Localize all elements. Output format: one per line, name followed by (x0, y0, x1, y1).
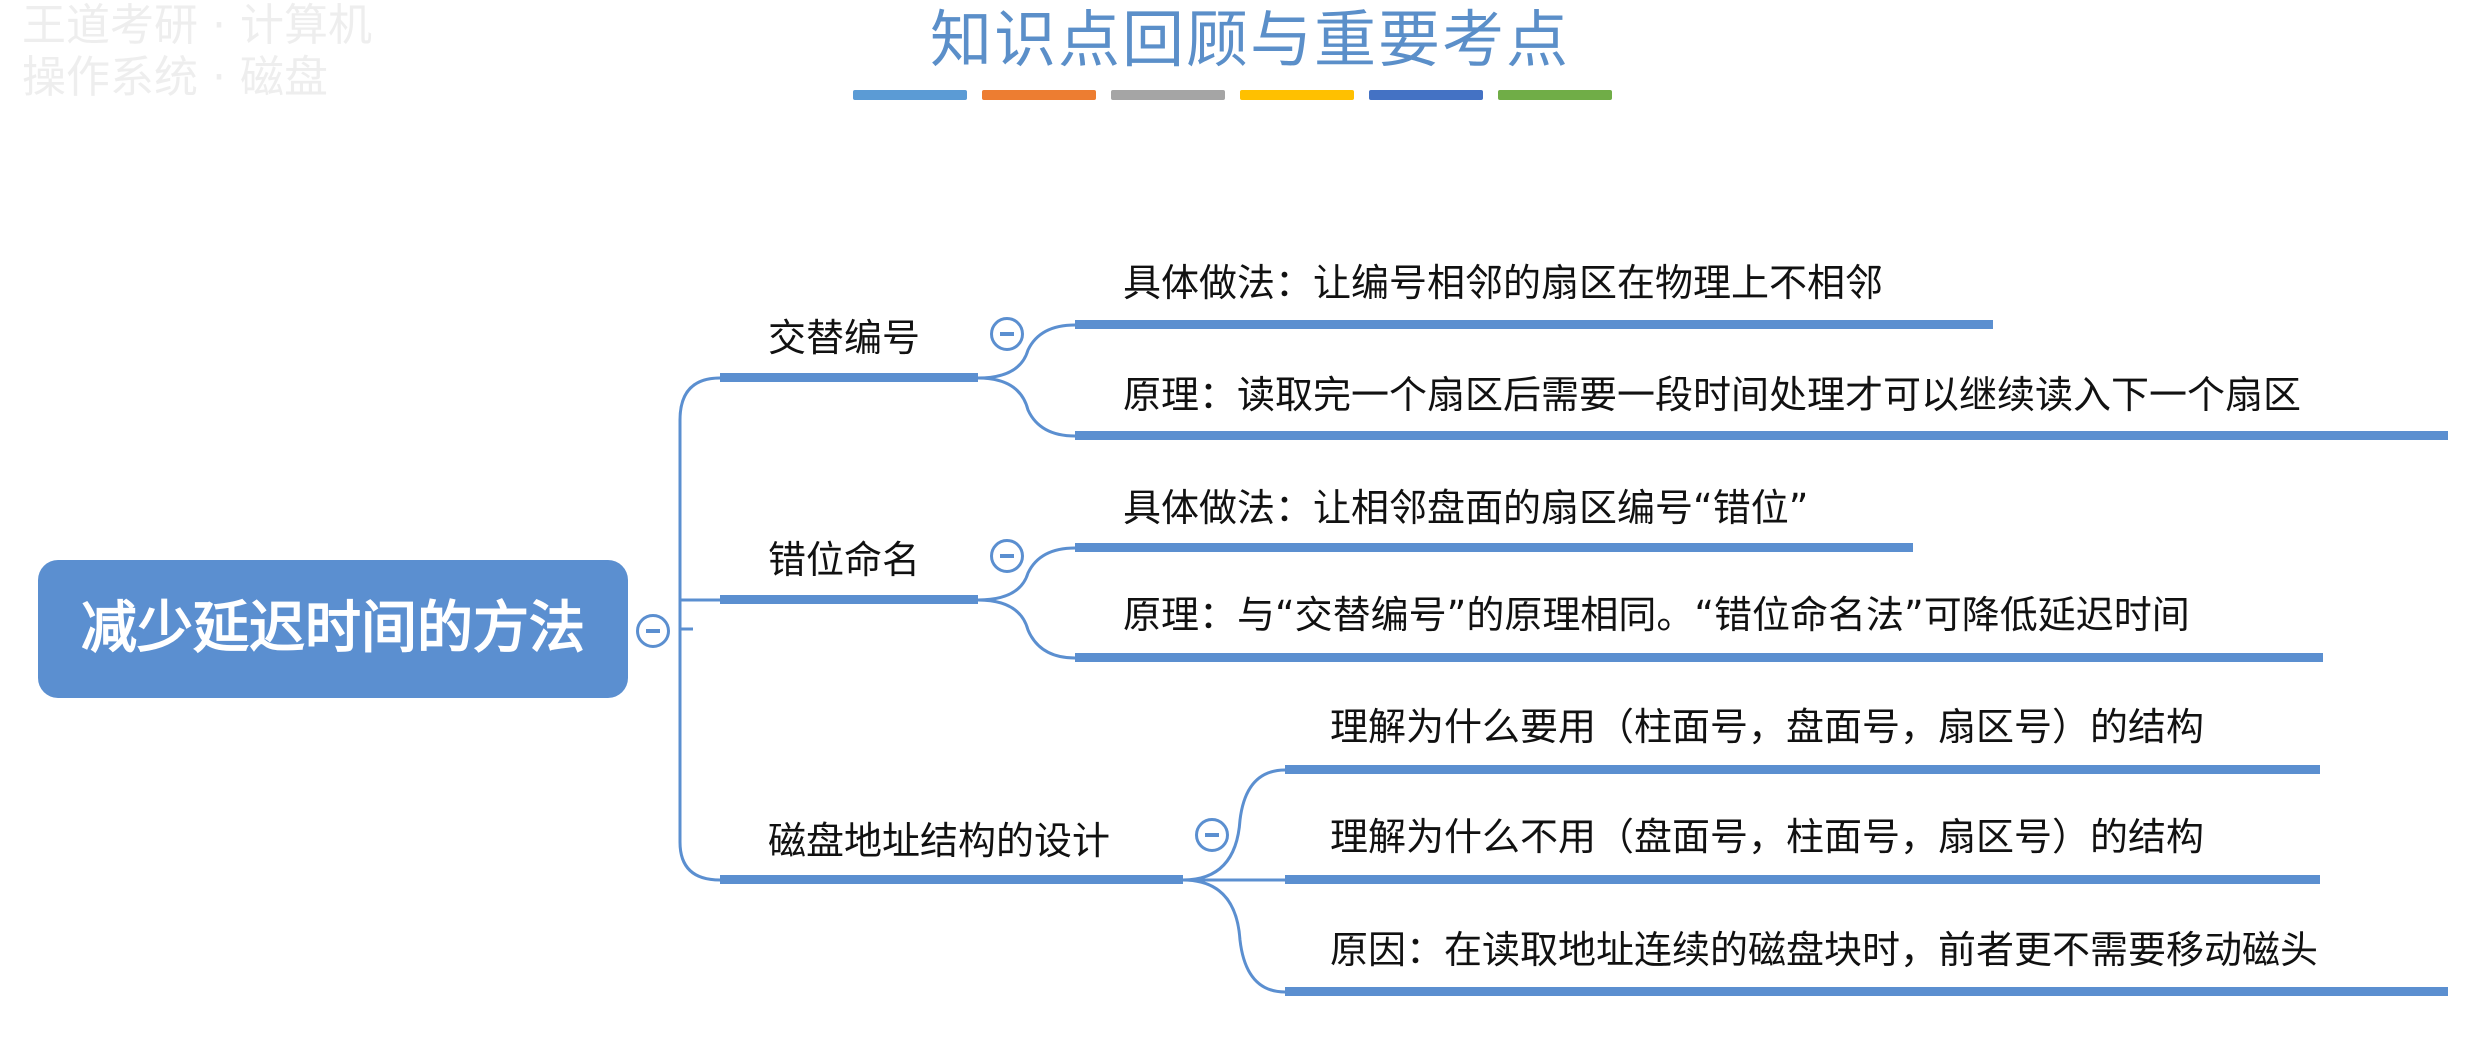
leaf-underline-b2-2 (1075, 653, 2323, 662)
collapse-root-icon[interactable] (636, 614, 670, 648)
leaf-b3-2[interactable]: 理解为什么不用（盘面号，柱面号，扇区号）的结构 (1330, 815, 2205, 859)
leaf-underline-b3-3 (1285, 987, 2448, 996)
leaf-underline-b1-1 (1075, 320, 1993, 329)
leaf-underline-b3-1 (1285, 765, 2320, 774)
leaf-b2-2[interactable]: 原理：与“交替编号”的原理相同。“错位命名法”可降低延迟时间 (1123, 593, 2190, 637)
leaf-b3-3[interactable]: 原因：在读取地址连续的磁盘块时，前者更不需要移动磁头 (1330, 928, 2319, 972)
leaf-underline-b2-1 (1075, 543, 1913, 552)
connector-root-trunk (678, 376, 721, 882)
title-bar-1 (853, 90, 967, 100)
connector-b3-leaf1 (1182, 768, 1286, 882)
title-bar-6 (1498, 90, 1612, 100)
branch-underline-3 (720, 875, 1183, 884)
branch-underline-2 (720, 595, 978, 604)
watermark-line-2: 操作系统 · 磁盘 (22, 52, 328, 103)
leaf-underline-b3-2 (1285, 875, 2320, 884)
watermark-line-1: 王道考研 · 计算机 (22, 0, 372, 51)
collapse-branch-3-icon[interactable] (1195, 818, 1229, 852)
collapse-branch-1-icon[interactable] (990, 317, 1024, 351)
collapse-branch-2-icon[interactable] (990, 539, 1024, 573)
leaf-b1-1[interactable]: 具体做法：让编号相邻的扇区在物理上不相邻 (1123, 261, 1884, 305)
leaf-underline-b1-2 (1075, 431, 2448, 440)
branch-underline-1 (720, 373, 978, 382)
connector-b1-leaf2 (977, 376, 1076, 438)
connector-b1-leaf1 (977, 323, 1076, 380)
title-bar-5 (1369, 90, 1483, 100)
root-node[interactable]: 减少延迟时间的方法 (38, 560, 628, 698)
title-bar-2 (982, 90, 1096, 100)
branch-label-staggered-naming[interactable]: 错位命名 (768, 538, 921, 582)
branch-label-alternate-numbering[interactable]: 交替编号 (768, 316, 921, 360)
title-bar-4 (1240, 90, 1354, 100)
connector-b2-leaf1 (977, 546, 1076, 602)
branch-label-disk-address-design[interactable]: 磁盘地址结构的设计 (768, 819, 1111, 863)
watermark: 王道考研 · 计算机 操作系统 · 磁盘 (22, 0, 422, 110)
leaf-b3-1[interactable]: 理解为什么要用（柱面号，盘面号，扇区号）的结构 (1330, 705, 2205, 749)
leaf-b1-2[interactable]: 原理：读取完一个扇区后需要一段时间处理才可以继续读入下一个扇区 (1123, 373, 2302, 417)
connector-b3-leaf3 (1182, 878, 1286, 994)
connector-b2-leaf2 (977, 598, 1076, 660)
title-bar-3 (1111, 90, 1225, 100)
page-title: 知识点回顾与重要考点 (929, 3, 1570, 76)
leaf-b2-1[interactable]: 具体做法：让相邻盘面的扇区编号“错位” (1123, 486, 1809, 530)
